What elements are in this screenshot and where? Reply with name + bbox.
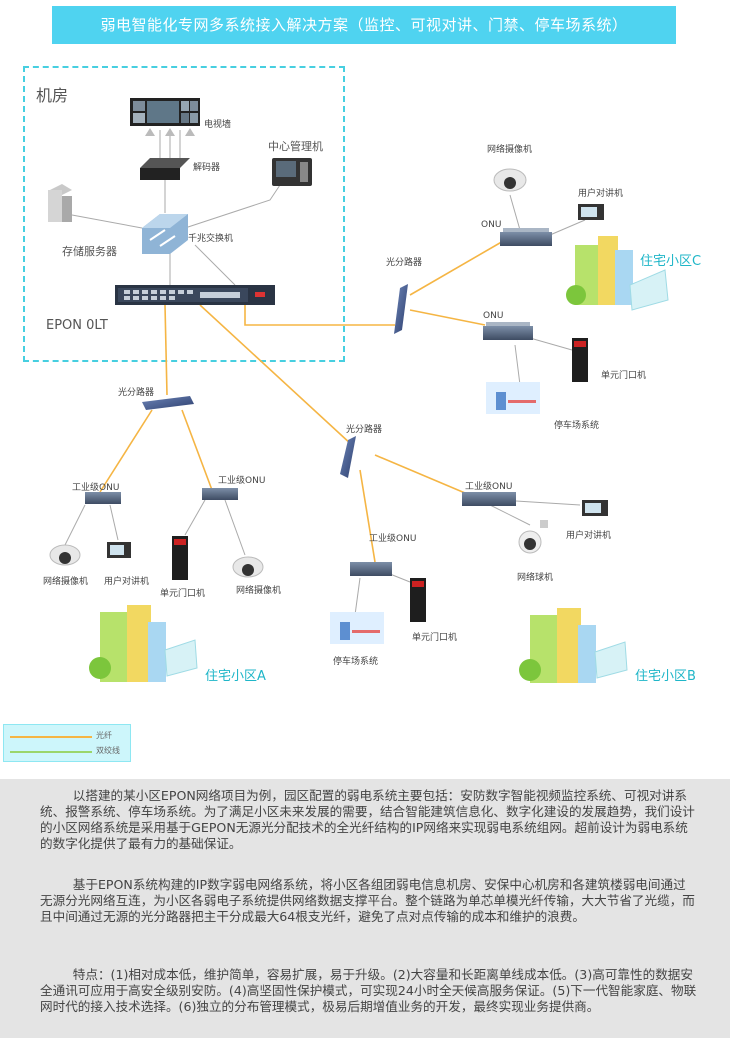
paragraph-3: 特点：(1)相对成本低，维护简单，容易扩展，易于升级。(2)大容量和长距离单线成… xyxy=(40,967,697,1014)
intercom-a-icon xyxy=(107,542,131,558)
intercom-a-label: 用户对讲机 xyxy=(104,577,150,587)
legend-fiber-swatch xyxy=(10,736,92,738)
gigabit-switch-icon xyxy=(142,214,188,254)
residence-a-building xyxy=(89,605,198,682)
camera-a2-icon xyxy=(232,556,264,578)
decoder-label: 解码器 xyxy=(193,163,221,173)
splitter-mid-label: 光分路器 xyxy=(346,425,383,435)
fiber-mid-splitter-to-onu-b xyxy=(374,454,466,494)
legend-fiber-label: 光纤 xyxy=(96,731,112,740)
legend: 光纤 双绞线 xyxy=(3,724,131,762)
storage-server-label: 存储服务器 xyxy=(62,245,117,258)
legend-twisted-pair: 双绞线 xyxy=(10,745,128,757)
parking-c-label: 停车场系统 xyxy=(554,421,600,431)
door-mid-label: 单元门口机 xyxy=(412,633,458,643)
intercom-c-icon xyxy=(578,204,604,220)
residence-b-building xyxy=(519,608,628,683)
ind-onu-b-label: 工业级ONU xyxy=(465,482,513,492)
twisted-pair-links xyxy=(64,130,586,616)
machine-room-box xyxy=(23,66,345,362)
fiber-olt-to-mid-splitter xyxy=(199,304,353,446)
splitter-left-icon xyxy=(142,396,194,410)
onu-c2-icon xyxy=(483,322,533,340)
fiber-top-splitter-to-onu-c2 xyxy=(409,309,486,326)
fiber-top-splitter-to-onu-c1 xyxy=(409,239,506,296)
camera-c-icon xyxy=(493,168,527,192)
parking-mid-label: 停车场系统 xyxy=(333,657,379,667)
network-diagram xyxy=(48,98,669,683)
door-c-label: 单元门口机 xyxy=(601,371,647,381)
storage-server-icon xyxy=(48,184,72,222)
arrow-icons xyxy=(145,128,195,136)
fiber-links xyxy=(99,239,506,563)
door-c-icon xyxy=(572,338,588,382)
splitter-top-label: 光分路器 xyxy=(386,258,423,268)
ind-onu-mid-label: 工业级ONU xyxy=(369,534,417,544)
center-manager-icon xyxy=(272,158,312,186)
center-manager-label: 中心管理机 xyxy=(268,140,323,153)
camera-a1-label: 网络摄像机 xyxy=(43,577,89,587)
dome-b-label: 网络球机 xyxy=(517,573,554,583)
door-mid-icon xyxy=(410,578,426,622)
page-title: 弱电智能化专网多系统接入解决方案（监控、可视对讲、门禁、停车场系统） xyxy=(52,6,676,44)
paragraph-1: 以搭建的某小区EPON网络项目为例，园区配置的弱电系统主要包括：安防数字智能视频… xyxy=(40,788,695,851)
camera-a2-label: 网络摄像机 xyxy=(236,586,282,596)
dome-camera-b-icon xyxy=(518,520,548,554)
parking-mid-icon xyxy=(330,612,384,644)
intercom-b-icon xyxy=(582,500,608,516)
camera-a1-icon xyxy=(49,544,81,566)
ind-onu-a1-label: 工业级ONU xyxy=(72,483,120,493)
splitter-left-label: 光分路器 xyxy=(118,388,155,398)
residence-a-label: 住宅小区A xyxy=(205,669,266,684)
legend-twisted-swatch xyxy=(10,751,92,753)
residence-b-label: 住宅小区B xyxy=(635,669,696,684)
description-panel: 以搭建的某小区EPON网络项目为例，园区配置的弱电系统主要包括：安防数字智能视频… xyxy=(0,779,730,1038)
onu-b-icon xyxy=(462,492,516,506)
paragraph-2: 基于EPON系统构建的IP数字弱电网络系统，将小区各组团弱电信息机房、安保中心机… xyxy=(40,877,695,924)
decoder-icon xyxy=(140,158,190,180)
door-a-label: 单元门口机 xyxy=(160,589,206,599)
onu-a2-icon xyxy=(202,488,238,500)
residence-c-building xyxy=(566,236,669,311)
fiber-olt-to-top-splitter xyxy=(244,305,395,326)
intercom-c-label: 用户对讲机 xyxy=(578,189,624,199)
onu-c2-label: ONU xyxy=(483,311,504,321)
tv-wall-label: 电视墙 xyxy=(204,120,232,130)
legend-twisted-label: 双绞线 xyxy=(96,746,120,755)
intercom-b-label: 用户对讲机 xyxy=(566,531,612,541)
onu-a1-icon xyxy=(85,492,121,504)
fiber-olt-to-left-splitter xyxy=(164,304,168,396)
fiber-left-splitter-to-onu-a1 xyxy=(99,409,153,493)
gigabit-switch-label: 千兆交换机 xyxy=(188,234,234,244)
door-a-icon xyxy=(172,536,188,580)
onu-mid-icon xyxy=(350,562,392,576)
onu-c1-label: ONU xyxy=(481,220,502,230)
fiber-mid-splitter-to-onu-mid xyxy=(359,469,376,563)
splitter-top-icon xyxy=(394,284,408,334)
epon-olt-label: EPON 0LT xyxy=(46,318,108,333)
fiber-left-splitter-to-onu-a2 xyxy=(181,409,213,491)
tv-wall-icon xyxy=(130,98,200,126)
epon-olt-icon xyxy=(115,285,275,305)
camera-c-label: 网络摄像机 xyxy=(487,145,533,155)
ind-onu-a2-label: 工业级ONU xyxy=(218,476,266,486)
legend-fiber: 光纤 xyxy=(10,730,128,742)
onu-c1-icon xyxy=(500,228,552,246)
splitter-mid-icon xyxy=(340,436,356,478)
machine-room-title: 机房 xyxy=(36,86,69,105)
residence-c-label: 住宅小区C xyxy=(640,254,702,269)
parking-c-icon xyxy=(486,382,540,414)
